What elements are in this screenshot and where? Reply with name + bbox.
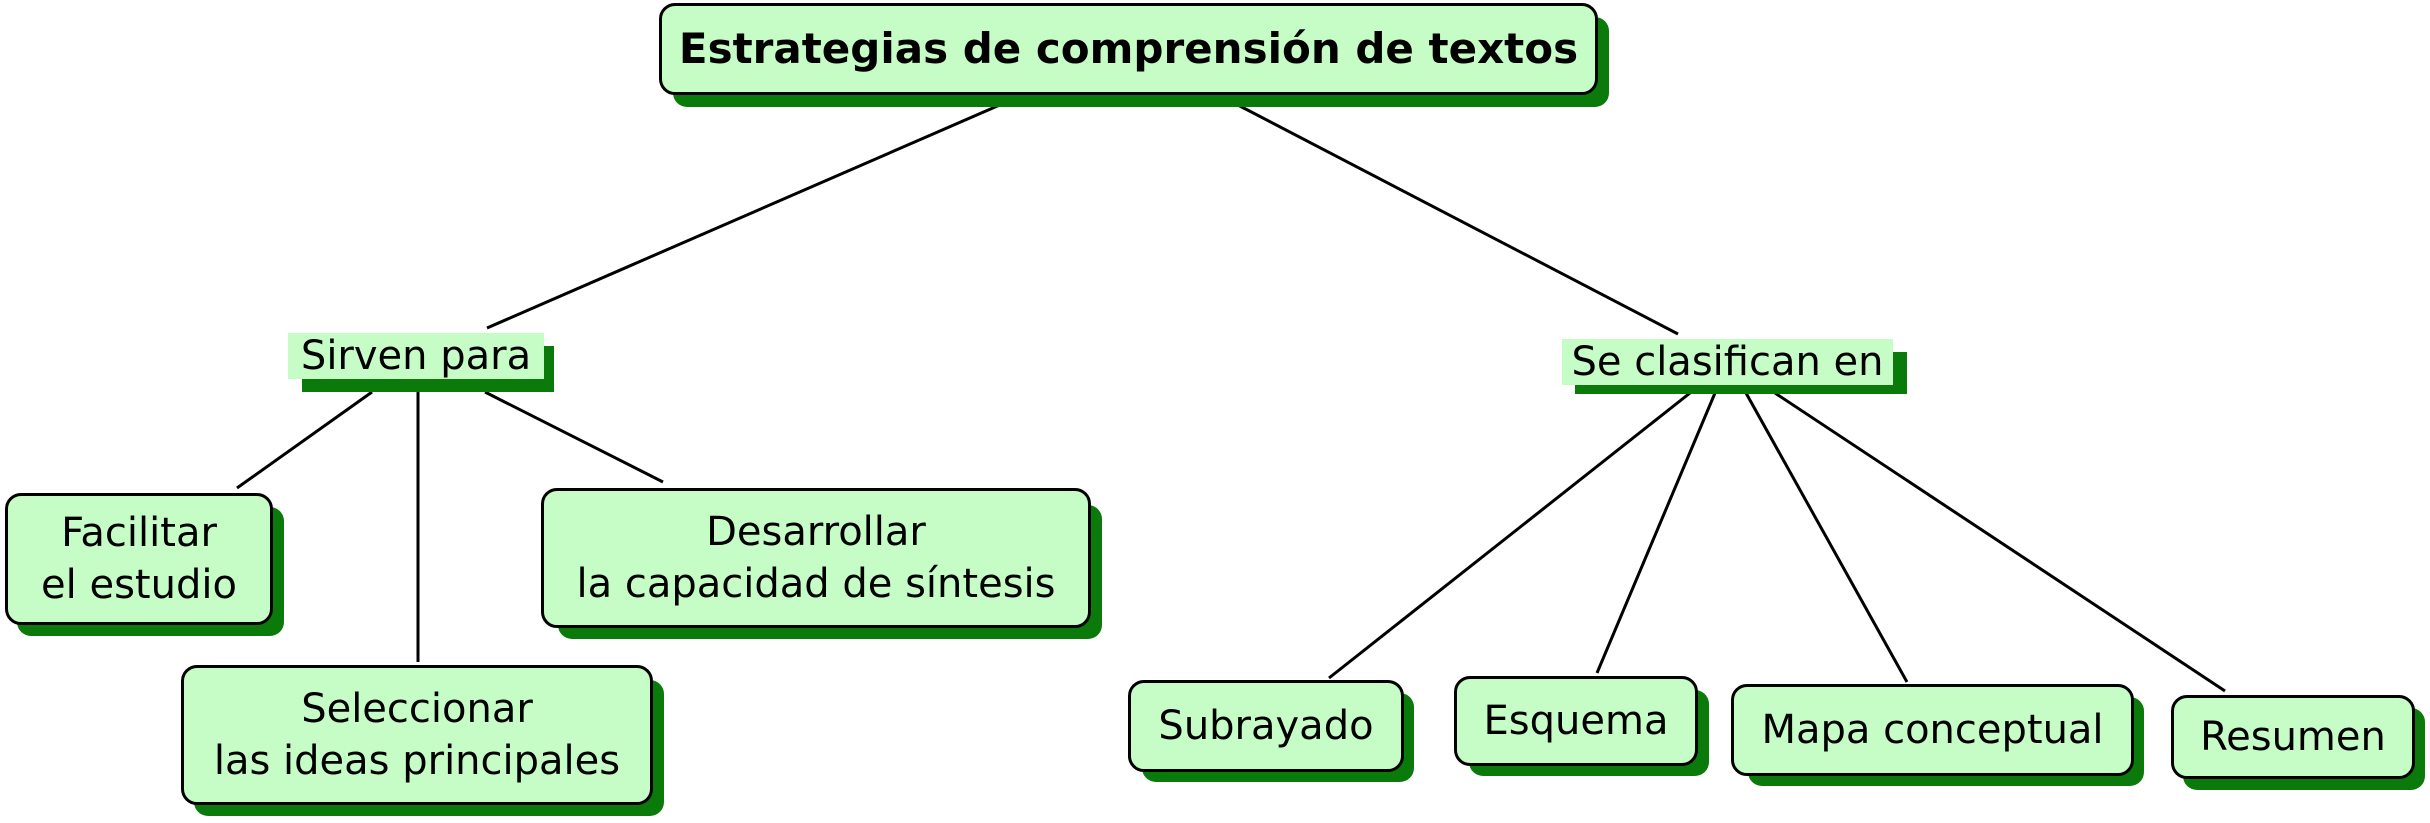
link-label-left-text: Sirven para (300, 333, 532, 379)
purpose-node-label: Facilitar el estudio (41, 510, 237, 608)
connector-sirven-to-desarrollar (484, 390, 664, 484)
purpose-node-facilitar[interactable]: Facilitar el estudio (5, 493, 273, 625)
root-node[interactable]: Estrategias de comprensión de textos (659, 3, 1598, 95)
type-node-esquema[interactable]: Esquema (1454, 676, 1698, 766)
type-node-resumen[interactable]: Resumen (2171, 695, 2415, 779)
link-label-right[interactable]: Se clasifican en (1562, 339, 1893, 385)
type-node-label: Mapa conceptual (1761, 707, 2104, 753)
type-node-mapa-conceptual[interactable]: Mapa conceptual (1731, 684, 2134, 776)
link-label-right-text: Se clasifican en (1571, 339, 1884, 385)
connector-clasifican-to-mapa (1744, 392, 1909, 683)
connector-clasifican-to-esquema (1595, 392, 1717, 674)
root-node-label: Estrategias de comprensión de textos (678, 24, 1579, 73)
connector-root-to-sirven (486, 102, 1003, 330)
connector-root-to-clasifican (1235, 102, 1679, 336)
type-node-label: Esquema (1483, 698, 1669, 744)
purpose-node-label: Seleccionar las ideas principales (213, 686, 621, 784)
purpose-node-seleccionar[interactable]: Seleccionar las ideas principales (181, 665, 653, 805)
type-node-label: Resumen (2200, 714, 2386, 760)
type-node-label: Subrayado (1158, 703, 1374, 749)
link-label-left[interactable]: Sirven para (288, 333, 544, 379)
type-node-subrayado[interactable]: Subrayado (1128, 680, 1404, 772)
connector-clasifican-to-subrayado (1328, 391, 1691, 680)
purpose-node-label: Desarrollar la capacidad de síntesis (576, 509, 1056, 607)
connector-clasifican-to-resumen (1774, 391, 2226, 693)
connector-sirven-to-facilitar (236, 390, 373, 490)
purpose-node-desarrollar[interactable]: Desarrollar la capacidad de síntesis (541, 488, 1091, 628)
